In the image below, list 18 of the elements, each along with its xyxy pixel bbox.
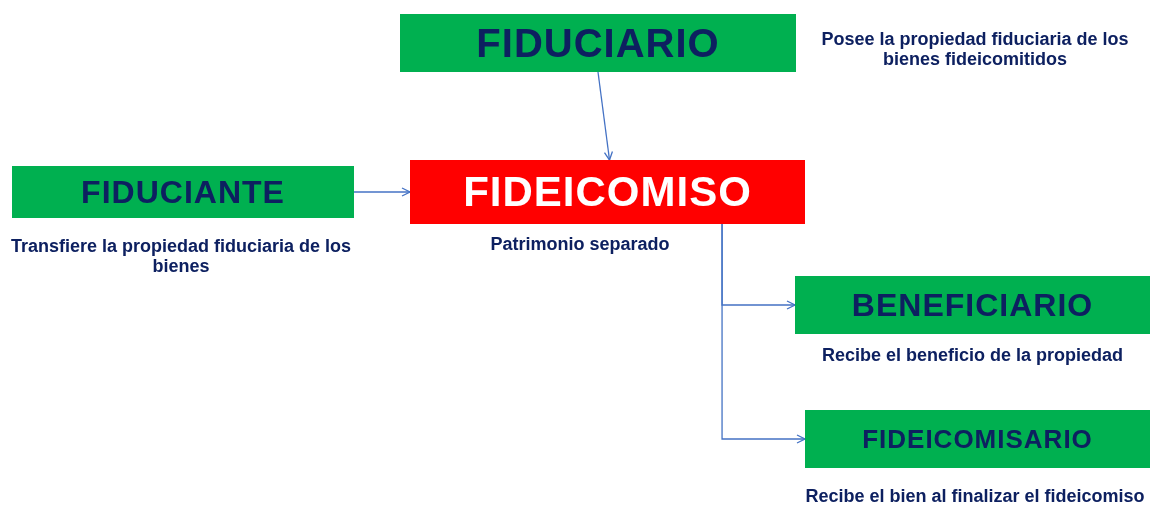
process-box: [400, 14, 796, 72]
arrow: [597, 71, 614, 161]
process-box: [12, 166, 354, 218]
node-title: FIDEICOMISO: [463, 168, 752, 216]
node-title: FIDUCIARIO: [476, 20, 720, 66]
node-caption: Recibe el bien al finalizar el fideicomiso: [804, 487, 1146, 507]
node-caption: Patrimonio separado: [489, 235, 671, 255]
node-title: BENEFICIARIO: [851, 286, 1094, 324]
process-box: [795, 276, 1150, 334]
process-box: [805, 410, 1150, 468]
process-box: [410, 160, 805, 224]
node-caption: Posee la propiedad fiduciaria de los bienes fideicomitidos: [820, 30, 1130, 70]
node-title: FIDEICOMISARIO: [862, 423, 1093, 455]
node-caption: Recibe el beneficio de la propiedad: [820, 346, 1125, 366]
node-title: FIDUCIANTE: [81, 173, 285, 211]
arrow: [721, 223, 806, 444]
arrow: [353, 187, 411, 197]
node-caption: Transfiere la propiedad fiduciaria de los bienes: [9, 237, 353, 277]
